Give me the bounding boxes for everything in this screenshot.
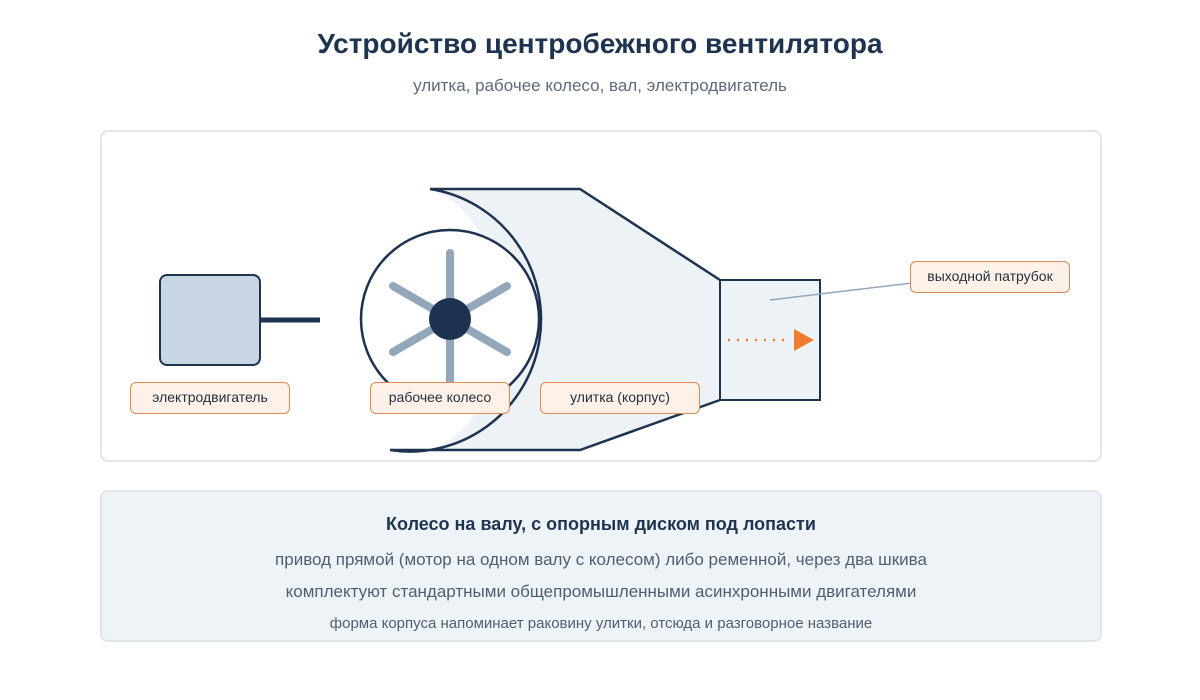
impeller-label: рабочее колесо bbox=[370, 382, 510, 414]
impeller-hub bbox=[429, 298, 471, 340]
info-line: привод прямой (мотор на одном валу с кол… bbox=[275, 550, 927, 569]
housing-label: улитка (корпус) bbox=[540, 382, 700, 414]
page-title: Устройство центробежного вентилятора bbox=[317, 28, 883, 59]
motor-body bbox=[159, 274, 261, 366]
motor-label: электродвигатель bbox=[130, 382, 290, 414]
outlet-leader-line bbox=[769, 282, 913, 301]
info-panel: Колесо на валу, с опорным диском под лоп… bbox=[100, 490, 1102, 642]
outlet-label: выходной патрубок bbox=[910, 261, 1070, 293]
info-line: форма корпуса напоминает раковину улитки… bbox=[329, 615, 873, 632]
info-heading: Колесо на валу, с опорным диском под лоп… bbox=[386, 514, 816, 534]
airflow-arrow-head bbox=[794, 329, 814, 351]
volute-outline bbox=[389, 187, 721, 453]
page-subtitle: улитка, рабочее колесо, вал, электродвиг… bbox=[413, 76, 787, 95]
info-line: комплектуют стандартными общепромышленны… bbox=[285, 582, 917, 601]
